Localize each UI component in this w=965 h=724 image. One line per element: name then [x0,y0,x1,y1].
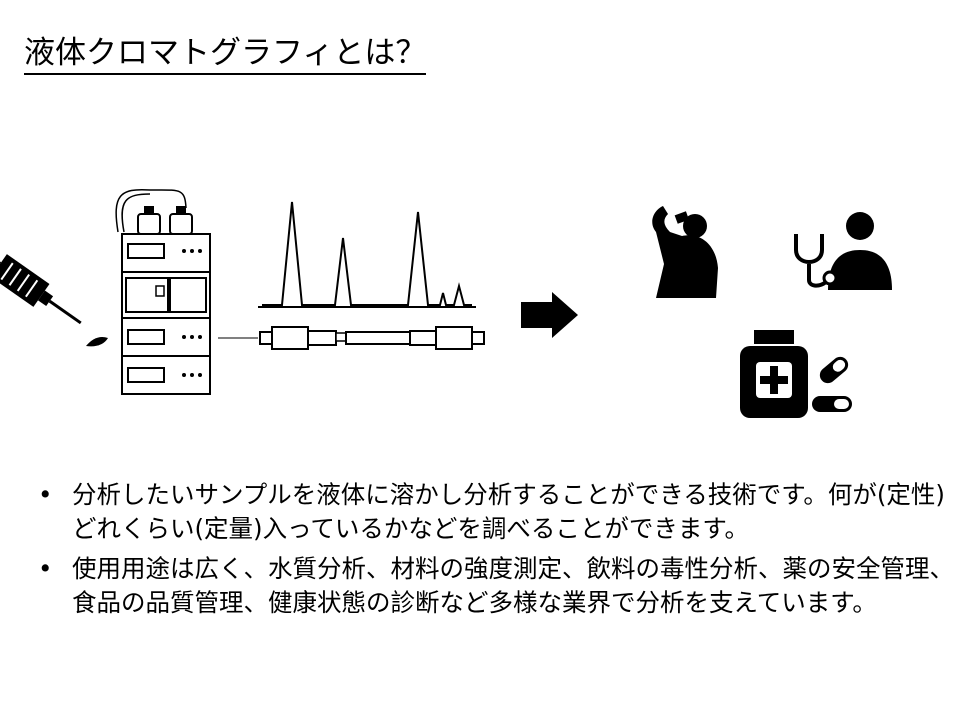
list-item: • 使用用途は広く、水質分析、材料の強度測定、飲料の毒性分析、薬の安全管理、食品… [38,552,958,620]
bullet-list: • 分析したいサンプルを液体に溶かし分析することができる技術です。何が(定性)ど… [38,478,958,626]
bullet-text: 使用用途は広く、水質分析、材料の強度測定、飲料の毒性分析、薬の安全管理、食品の品… [72,554,954,617]
slide-title: 液体クロマトグラフィとは？ [24,34,427,75]
bullet-marker: • [38,554,53,583]
column-icon [259,326,485,350]
syringe-icon [0,250,82,325]
chromatogram-icon [258,201,476,308]
doctor-stethoscope-icon [794,212,892,290]
lc-instrument-icon [115,188,258,395]
bullet-marker: • [38,480,53,509]
arrow-right-icon [521,292,578,338]
bullet-text: 分析したいサンプルを液体に溶かし分析することができる技術です。何が(定性)どれく… [72,480,945,543]
illustration [0,188,892,418]
pills-icon [812,356,852,412]
drinking-person-icon [652,206,718,298]
medicine-bottle-icon [740,330,808,418]
list-item: • 分析したいサンプルを液体に溶かし分析することができる技術です。何が(定性)ど… [38,478,958,546]
droplet-icon [86,337,108,347]
